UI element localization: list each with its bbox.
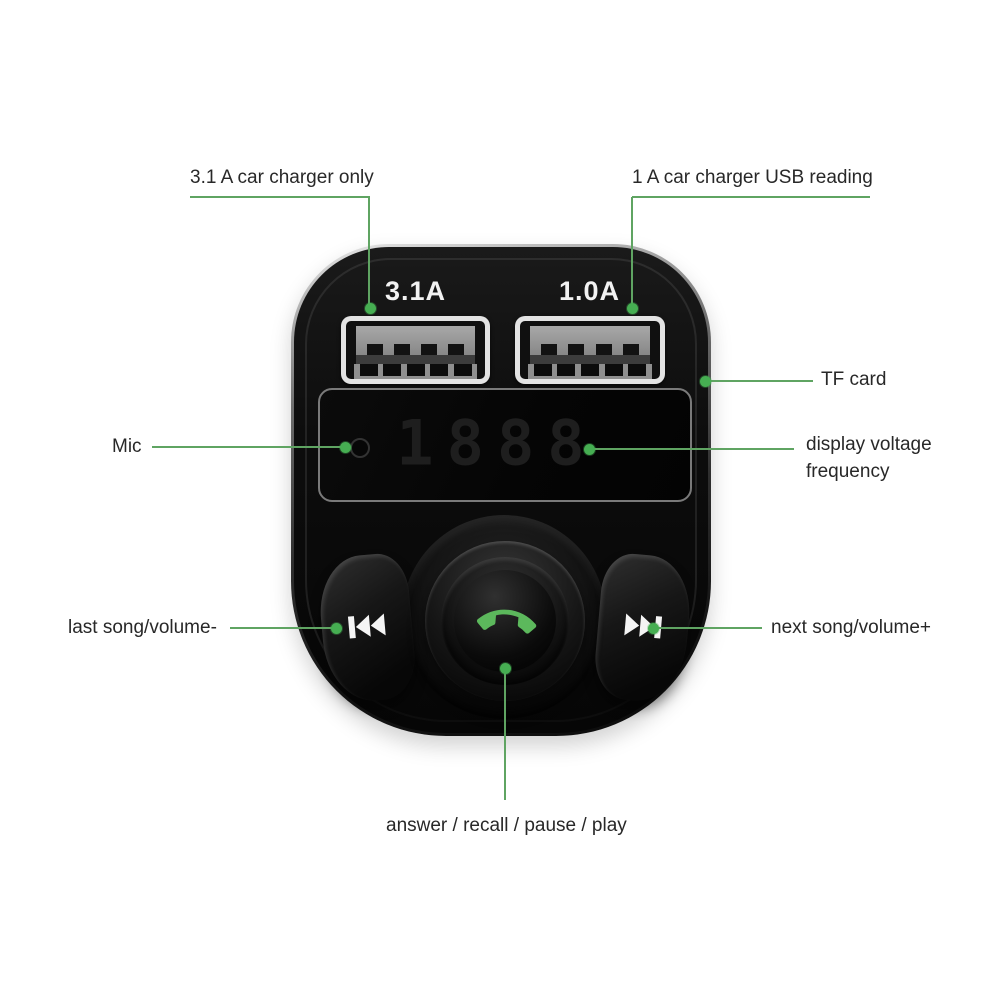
callout-label-mic: Mic <box>112 436 142 457</box>
callout-dot-charger-3-1a <box>365 303 376 314</box>
answer-call-icon <box>463 578 548 664</box>
callout-line-mic <box>152 446 345 448</box>
device-edge-trim: 3.1A 1.0A <box>291 244 711 736</box>
usb-port-left-socket <box>346 321 485 379</box>
callout-line-display <box>589 448 794 450</box>
usb-tongue <box>530 326 650 358</box>
callout-line-last-song <box>230 627 336 629</box>
callout-line-charger-3-1a <box>190 196 370 198</box>
prev-track-icon <box>347 612 387 644</box>
device-body: 3.1A 1.0A <box>294 247 708 733</box>
callout-dot-charger-1a <box>627 303 638 314</box>
callout-line-charger-1a-drop <box>631 197 633 304</box>
callout-dot-last-song <box>331 623 342 634</box>
callout-label-tf-card: TF card <box>821 369 887 390</box>
callout-dot-tf-card <box>700 376 711 387</box>
callout-dot-next-song <box>648 623 659 634</box>
callout-label-next-song: next song/volume+ <box>771 617 932 638</box>
callout-label-answer: answer / recall / pause / play <box>386 815 627 836</box>
usb-pins <box>528 364 652 379</box>
callout-line-charger-1a <box>632 196 870 198</box>
mic-hole-icon <box>350 438 370 458</box>
callout-line-next-song <box>657 627 762 629</box>
call-button <box>454 570 556 672</box>
callout-line-answer <box>504 668 506 800</box>
usb-port-right-label: 1.0A <box>558 276 621 306</box>
callout-line-tf-card <box>705 380 813 382</box>
usb-port-left <box>341 316 490 384</box>
usb-pins <box>354 364 477 379</box>
callout-label-charger-3-1a: 3.1 A car charger only <box>190 167 374 188</box>
prev-button <box>315 551 419 705</box>
callout-dot-mic <box>340 442 351 453</box>
usb-port-left-label: 3.1A <box>384 276 447 306</box>
call-knob-ring <box>441 557 569 685</box>
callout-label-charger-1a: 1 A car charger USB reading <box>632 167 873 188</box>
usb-port-right <box>515 316 665 384</box>
callout-dot-answer <box>500 663 511 674</box>
callout-label-last-song: last song/volume- <box>68 617 217 638</box>
call-knob-outer <box>425 541 585 701</box>
display-panel: 1888 <box>318 388 692 502</box>
callout-label-display: display voltage frequency <box>806 434 932 482</box>
callout-line-charger-3-1a-drop <box>368 197 370 304</box>
led-readout: 1888 <box>396 406 598 480</box>
usb-port-right-socket <box>520 321 660 379</box>
callout-dot-display <box>584 444 595 455</box>
usb-tongue <box>356 326 475 358</box>
